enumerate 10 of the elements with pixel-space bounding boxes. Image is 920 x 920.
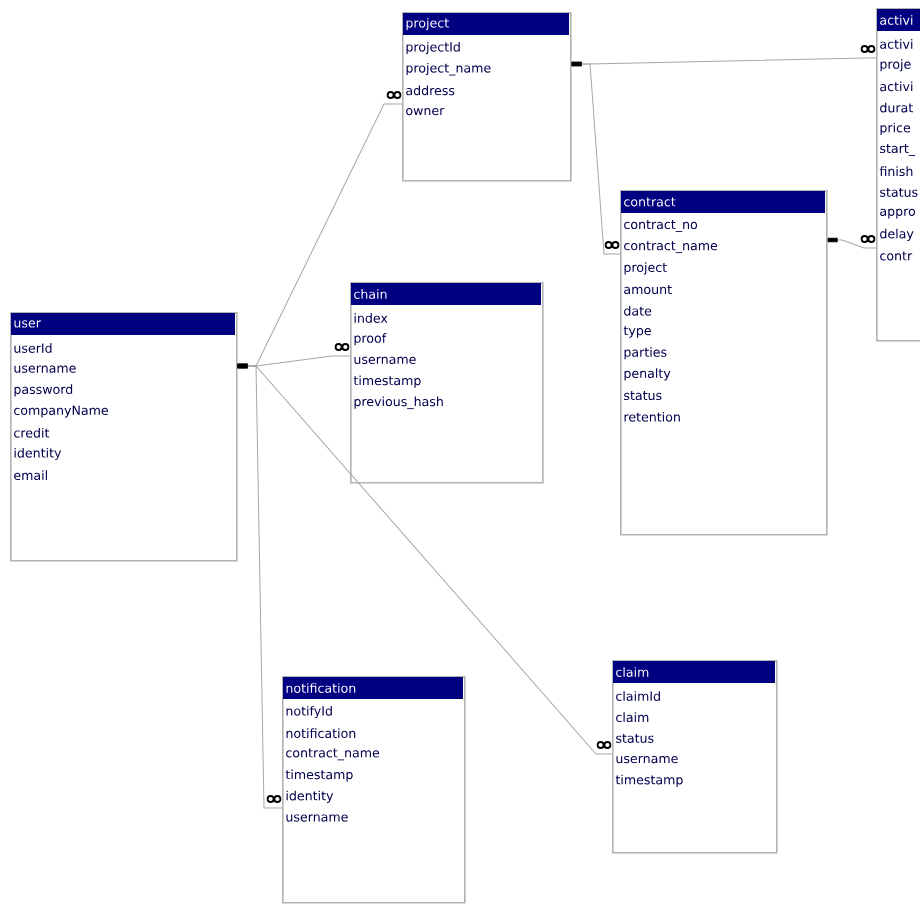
table [620, 190, 828, 536]
table [876, 7, 920, 342]
table [350, 282, 544, 484]
relationship-line [237, 363, 613, 755]
table [10, 312, 238, 562]
relationship-line [571, 61, 621, 255]
table [282, 676, 466, 904]
relationship-line [827, 235, 877, 249]
table [402, 11, 572, 182]
table [612, 660, 778, 854]
